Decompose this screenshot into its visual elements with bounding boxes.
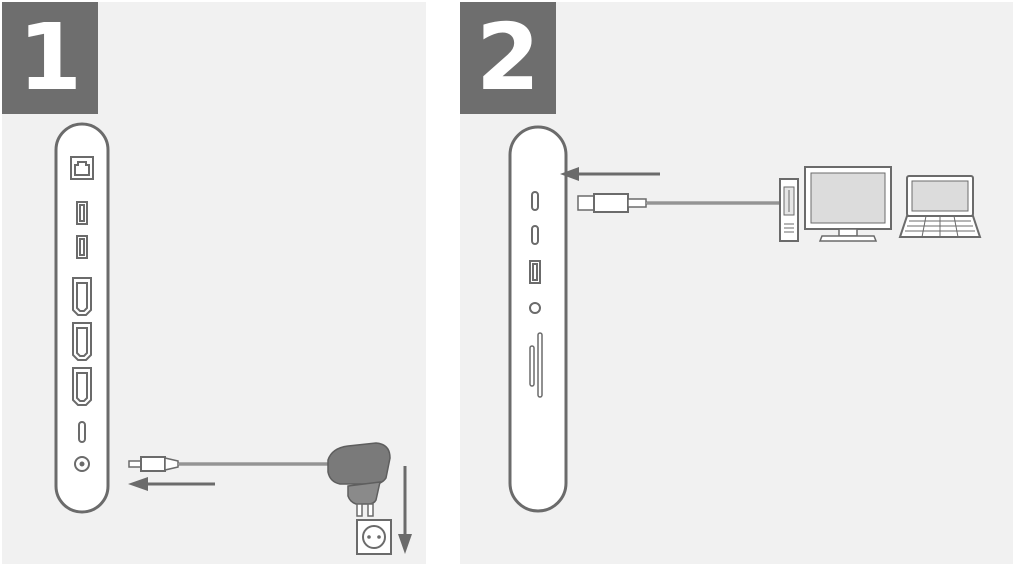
card-slot-icon bbox=[529, 345, 535, 387]
step-2-panel: 2 bbox=[460, 2, 1013, 564]
monitor-icon bbox=[804, 166, 892, 242]
arrow-left-icon bbox=[128, 477, 215, 491]
hdmi-port-icon bbox=[72, 367, 92, 406]
usb-plug-icon bbox=[577, 193, 647, 213]
step-1-illustration bbox=[54, 122, 412, 555]
usb-c-port-icon bbox=[531, 191, 539, 211]
step-2-illustration bbox=[508, 125, 982, 513]
arrow-left-icon bbox=[560, 167, 660, 181]
step-1-panel: 1 bbox=[2, 2, 426, 564]
audio-jack-icon bbox=[529, 302, 541, 314]
device-side-panel bbox=[54, 122, 110, 514]
step-1-badge: 1 bbox=[2, 2, 98, 114]
usb-port-icon bbox=[76, 235, 88, 259]
card-slot-icon bbox=[537, 332, 543, 398]
usb-c-port-icon bbox=[78, 421, 86, 443]
usb-c-port-icon bbox=[531, 225, 539, 245]
desktop-tower-icon bbox=[779, 178, 799, 242]
arrow-down-icon bbox=[398, 466, 412, 554]
wall-socket-icon bbox=[356, 519, 392, 555]
laptop-icon bbox=[898, 175, 982, 238]
step-2-badge: 2 bbox=[460, 2, 556, 114]
power-port-icon bbox=[74, 456, 90, 472]
usb-port-icon bbox=[529, 260, 541, 284]
hdmi-port-icon bbox=[72, 322, 92, 361]
usb-port-icon bbox=[76, 201, 88, 225]
dc-plug-icon bbox=[128, 456, 179, 472]
device-side-panel bbox=[508, 125, 568, 513]
hdmi-port-icon bbox=[72, 277, 92, 316]
ethernet-port-icon bbox=[70, 156, 94, 180]
power-adapter-icon bbox=[327, 442, 391, 517]
